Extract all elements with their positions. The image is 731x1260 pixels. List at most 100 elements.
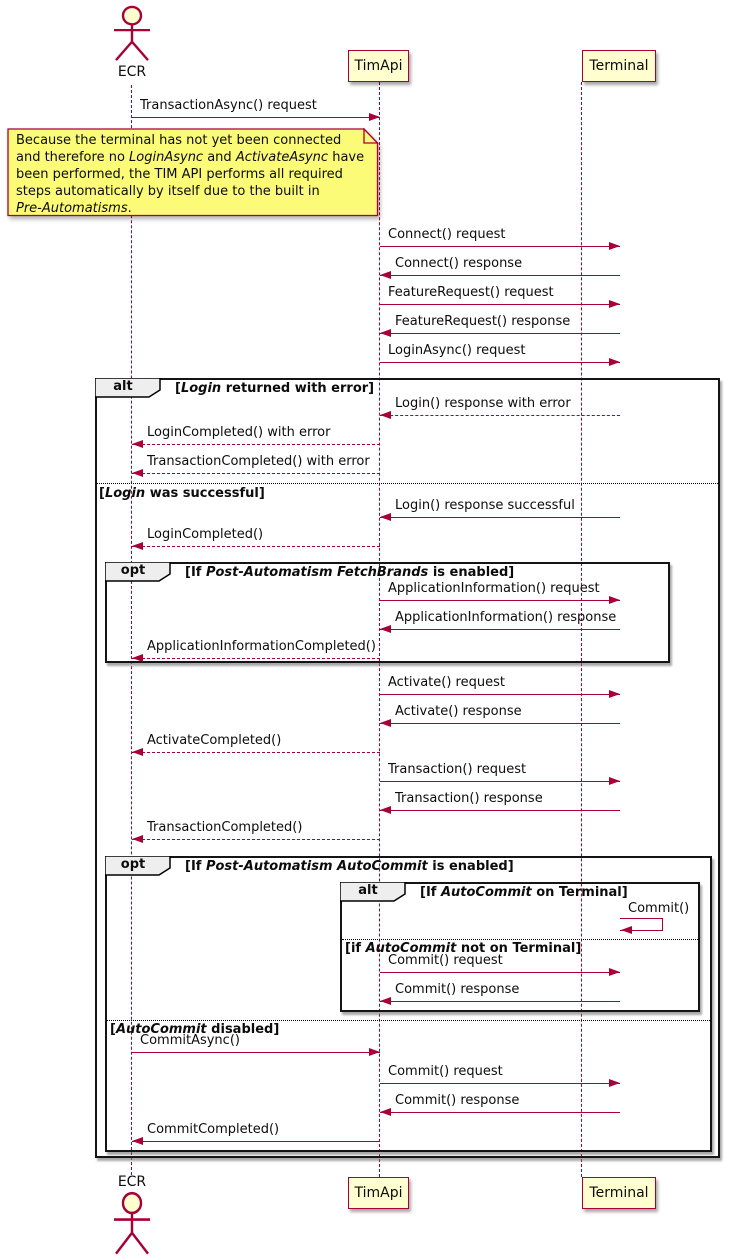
frame-alt-login <box>95 378 720 1158</box>
message-label: CommitCompleted() <box>147 1122 280 1137</box>
arrowhead-icon <box>380 513 391 521</box>
arrowhead-icon <box>609 242 620 250</box>
note: Because the terminal has not yet been co… <box>7 127 380 217</box>
frame-label-pentagon-icon <box>104 561 171 582</box>
note-text: been performed, the TIM API performs all… <box>16 167 343 182</box>
condition-text: [If <box>185 859 206 874</box>
arrowhead-icon <box>609 1079 620 1087</box>
arrowhead-icon <box>609 300 620 308</box>
arrowhead-icon <box>132 469 143 477</box>
note-text: Because the terminal has not yet been co… <box>16 133 342 148</box>
condition-text: Post-Automatism FetchBrands <box>205 565 429 580</box>
frame-operator-text: opt <box>120 563 146 578</box>
participant-name: Terminal <box>589 58 649 74</box>
note-text: steps automatically by itself due to the… <box>16 184 320 199</box>
message-label: FeatureRequest() response <box>395 314 571 329</box>
arrowhead-icon <box>132 835 143 843</box>
frame-operator-text: alt <box>113 379 133 394</box>
arrowhead-icon <box>380 997 391 1005</box>
frame-operator-label-alt-autocommit-terminal: alt <box>339 881 406 902</box>
frame-opt-autocommit <box>105 856 712 1152</box>
message-line <box>380 304 620 305</box>
note-line: been performed, the TIM API performs all… <box>16 166 343 183</box>
message-line <box>380 517 620 518</box>
divider-label: [Login was successful] <box>99 486 265 502</box>
actor-label-bottom: ECR <box>92 1174 172 1190</box>
divider-text: [ <box>110 1022 116 1037</box>
note-text: ActivateAsync <box>235 150 329 165</box>
condition-text: on Terminal] <box>531 885 628 900</box>
message-label: Activate() request <box>388 675 505 690</box>
message-line <box>132 444 380 445</box>
condition-text: [If <box>420 885 441 900</box>
condition-text: is enabled] <box>428 565 515 580</box>
message-label: Connect() response <box>395 256 523 271</box>
condition-text: is enabled] <box>427 859 514 874</box>
message-label: ActivateCompleted() <box>147 733 282 748</box>
frame-operator-text: alt <box>358 883 378 898</box>
note-line: Because the terminal has not yet been co… <box>16 132 341 149</box>
message-label: Commit() <box>628 901 690 916</box>
arrowhead-icon <box>380 411 391 419</box>
message-label: LoginCompleted() with error <box>147 425 331 440</box>
message-label: FeatureRequest() request <box>388 285 554 300</box>
arrowhead-icon <box>380 625 391 633</box>
message-label: ApplicationInformation() request <box>388 581 600 596</box>
message-line <box>380 1112 620 1113</box>
frame-operator-text: opt <box>120 857 146 872</box>
arrowhead-icon <box>132 748 143 756</box>
arrowhead-icon <box>609 596 620 604</box>
message-line <box>132 752 380 753</box>
note-line: Pre-Automatisms. <box>16 200 132 217</box>
note-text: . <box>127 201 132 216</box>
frame-alt-autocommit-terminal <box>340 882 700 1012</box>
actor-icon <box>114 1191 150 1255</box>
frame-label-pentagon-icon <box>104 855 171 876</box>
message-label: LoginAsync() request <box>388 343 526 358</box>
frame-condition-opt-fetchbrands: [If Post-Automatism FetchBrands is enabl… <box>185 564 514 581</box>
message-line <box>132 546 380 547</box>
message-line <box>380 333 620 334</box>
message-line <box>380 600 620 601</box>
message-line <box>380 1083 620 1084</box>
message-label: Commit() request <box>388 953 503 968</box>
message-line <box>380 415 620 416</box>
frame-divider <box>107 1020 710 1021</box>
message-label: Commit() response <box>395 982 520 997</box>
message-label: Transaction() request <box>388 762 527 777</box>
divider-text: disabled] <box>206 1022 280 1037</box>
arrowhead-icon <box>609 777 620 785</box>
message-line <box>132 117 380 118</box>
participant-name: ECR <box>117 1174 147 1190</box>
frame-operator-label-opt-autocommit: opt <box>104 855 171 876</box>
divider-text: [ <box>99 486 105 501</box>
message-line <box>380 629 620 630</box>
message-line <box>132 473 380 474</box>
message-label: Commit() response <box>395 1093 520 1108</box>
message-label: TransactionCompleted() with error <box>147 454 370 469</box>
divider-text: AutoCommit <box>365 941 457 956</box>
actor-icon <box>114 5 150 61</box>
arrowhead-icon <box>380 329 391 337</box>
divider-text: not on Terminal] <box>456 941 582 956</box>
participant-terminal-top: Terminal <box>582 50 656 82</box>
actor-label-top: ECR <box>92 64 172 80</box>
arrowhead-icon <box>132 542 143 550</box>
participant-terminal-bottom: Terminal <box>582 1177 656 1209</box>
message-label: Transaction() response <box>395 791 543 806</box>
message-line <box>380 723 620 724</box>
arrowhead-icon <box>621 926 632 934</box>
arrowhead-icon <box>380 271 391 279</box>
condition-text: AutoCommit <box>440 885 532 900</box>
lifeline-ecr <box>131 85 132 1175</box>
condition-text: Post-Automatism AutoCommit <box>205 859 428 874</box>
note-text: have <box>328 150 365 165</box>
frame-condition-alt-autocommit-terminal: [If AutoCommit on Terminal] <box>420 884 628 901</box>
message-line <box>380 972 620 973</box>
message-line <box>380 275 620 276</box>
message-label: Connect() request <box>388 227 506 242</box>
message-line <box>380 362 620 363</box>
message-line <box>380 781 620 782</box>
participant-name: Terminal <box>589 1185 649 1201</box>
